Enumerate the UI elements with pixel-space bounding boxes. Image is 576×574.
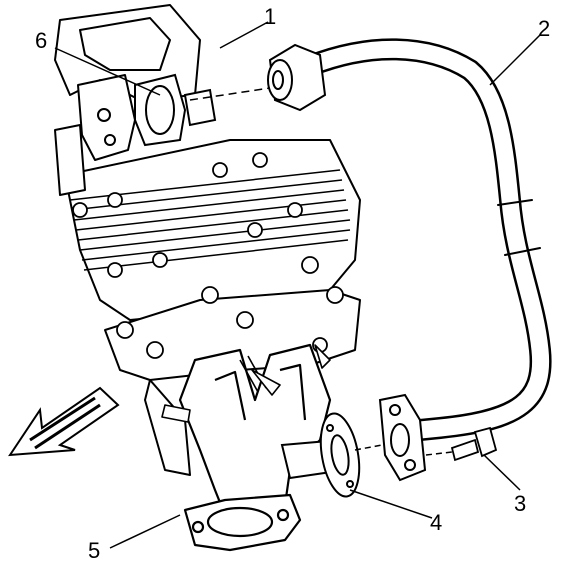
egr-pipe-flange (378, 393, 427, 482)
leader-1 (219, 21, 269, 49)
callout-1: 1 (264, 4, 276, 29)
callout-6: 6 (35, 28, 47, 53)
callout-5: 5 (88, 538, 100, 563)
alignment-line (189, 87, 271, 101)
engine-block (54, 4, 361, 476)
leader-lines (54, 21, 541, 549)
leader-4 (349, 489, 433, 519)
exhaust-manifold (161, 343, 332, 552)
forward-arrow-icon (8, 386, 120, 457)
leader-6 (54, 47, 161, 96)
alignment-line-bolt (425, 451, 453, 456)
egr-valve-adapter (134, 73, 217, 147)
callout-3: 3 (514, 491, 526, 516)
callout-4: 4 (430, 510, 442, 535)
callout-2: 2 (538, 16, 550, 41)
leader-5 (109, 514, 181, 549)
leader-3 (483, 454, 521, 491)
flange-bolt (450, 426, 498, 462)
head-bolts (72, 152, 344, 359)
pipe-union-nut (267, 43, 327, 112)
leader-2 (489, 34, 541, 86)
alignment-line-lower (354, 444, 383, 451)
egr-pipe (289, 38, 552, 441)
callout-labels: 1 2 3 4 5 6 (35, 4, 550, 563)
egr-gasket (319, 412, 361, 498)
